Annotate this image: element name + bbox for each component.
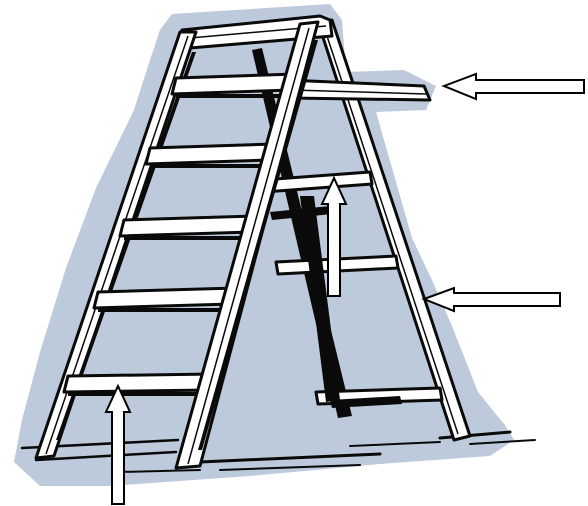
arrow-left-rear-rail — [424, 288, 560, 311]
front-step — [172, 74, 296, 94]
front-step — [146, 144, 274, 164]
front-step — [94, 288, 236, 308]
front-step — [120, 216, 256, 236]
front-step — [64, 374, 214, 392]
arrow-left-top-cap — [444, 74, 584, 99]
